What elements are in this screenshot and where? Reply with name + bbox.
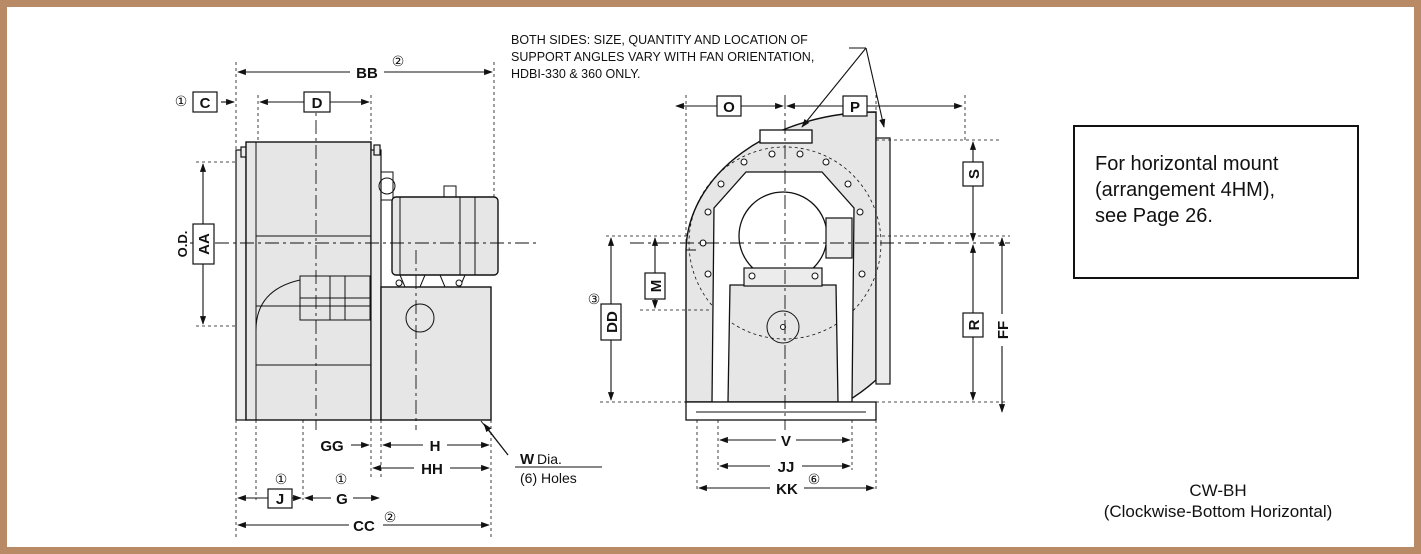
dim-cc: CC <box>353 518 375 535</box>
dim-r-box <box>962 312 984 338</box>
footnote-1: ① <box>175 94 188 110</box>
side-view: BB ② ① C D AA O.D. GG H HH ① J ① <box>175 54 602 540</box>
dim-v: V <box>781 433 791 450</box>
footnote-2: ② <box>392 54 405 70</box>
dim-p-box <box>842 95 868 117</box>
dim-o-box <box>716 95 742 117</box>
note-line-3: HDBI-330 & 360 ONLY. <box>511 67 640 81</box>
dim-aa-box <box>192 223 215 265</box>
inlet-flange <box>235 149 247 421</box>
dim-j: J <box>276 491 284 508</box>
dim-c-box <box>192 91 218 113</box>
dim-s: S <box>966 169 983 179</box>
dim-g: G <box>336 491 348 508</box>
dim-h: H <box>430 438 441 455</box>
dim-r: R <box>966 319 983 330</box>
pedestal <box>380 286 492 421</box>
dim-kk: KK <box>776 481 798 498</box>
dim-m: M <box>648 280 665 293</box>
note-line-2: SUPPORT ANGLES VARY WITH FAN ORIENTATION… <box>511 50 814 64</box>
back-plate <box>370 149 382 421</box>
dim-d-box <box>303 91 331 113</box>
footnote-1-g: ① <box>335 472 348 488</box>
dim-p: P <box>850 99 860 116</box>
info-line-2: (arrangement 4HM), <box>1095 179 1275 201</box>
caption-description: (Clockwise-Bottom Horizontal) <box>1104 502 1333 521</box>
dim-gg: GG <box>320 438 343 455</box>
dim-dd-box <box>600 303 622 341</box>
info-line-1: For horizontal mount <box>1095 153 1279 175</box>
dim-o: O <box>723 99 735 116</box>
motor-box <box>825 217 853 259</box>
outlet-flange <box>875 137 891 385</box>
hole-count: (6) Holes <box>520 470 577 486</box>
info-box: For horizontal mount (arrangement 4HM), … <box>1073 125 1359 279</box>
dim-od: O.D. <box>175 231 190 258</box>
dim-jj: JJ <box>778 459 795 476</box>
support-angle-note: BOTH SIDES: SIZE, QUANTITY AND LOCATION … <box>511 33 886 128</box>
footnote-6: ⑥ <box>808 472 821 488</box>
footnote-1-j: ① <box>275 472 288 488</box>
front-view: O P S R FF M DD ③ V JJ <box>588 95 1012 498</box>
dim-s-box <box>962 161 984 187</box>
hole-w: W <box>520 451 535 468</box>
info-line-3: see Page 26. <box>1095 205 1213 227</box>
dim-m-box <box>644 272 666 300</box>
dim-hh: HH <box>421 461 443 478</box>
dim-bb: BB <box>356 65 378 82</box>
dim-j-box <box>267 488 293 509</box>
dim-aa: AA <box>196 233 213 255</box>
footnote-2-cc: ② <box>384 510 397 526</box>
dim-d: D <box>312 95 323 112</box>
hole-dia: Dia. <box>537 451 562 467</box>
motor-circle <box>738 191 828 281</box>
motor <box>391 196 499 276</box>
dim-c: C <box>200 95 211 112</box>
caption-code: CW-BH <box>1189 481 1246 500</box>
base-plate <box>685 401 877 421</box>
note-line-1: BOTH SIDES: SIZE, QUANTITY AND LOCATION … <box>511 33 808 47</box>
footnote-3: ③ <box>588 292 601 308</box>
support-angle <box>759 129 813 144</box>
dim-ff: FF <box>995 321 1012 339</box>
dim-dd: DD <box>604 311 621 333</box>
fan-housing <box>245 141 372 421</box>
